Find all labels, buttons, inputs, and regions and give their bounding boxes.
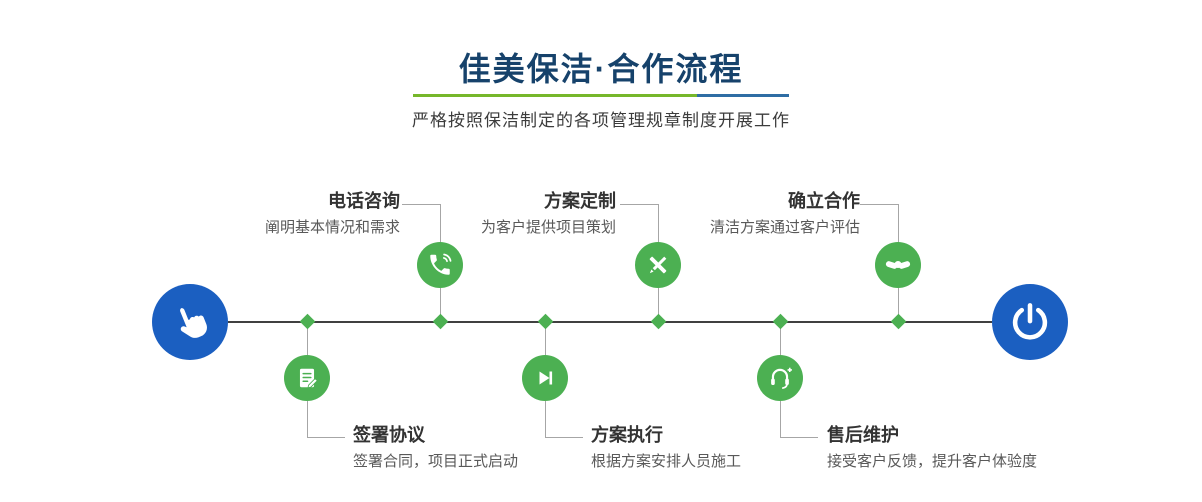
connector [545,327,546,355]
connector [898,288,899,317]
connector [780,401,781,437]
connector [860,204,898,205]
step-icon-circle [417,242,463,288]
connector [780,327,781,355]
timeline-line [228,321,992,323]
step-icon-circle [757,355,803,401]
timeline-node-diamond [650,313,667,330]
timeline-node-diamond [299,313,316,330]
timeline-node-diamond [537,313,554,330]
step-establish-cooperation: 确立合作 清洁方案通过客户评估 [540,192,860,235]
connector [402,204,440,205]
connector [307,437,345,438]
step-sign-agreement: 签署协议 签署合同，项目正式启动 [353,426,518,469]
step-title: 方案执行 [591,425,663,445]
step-title: 签署协议 [353,425,425,445]
page-subtitle: 严格按照保洁制定的各项管理规章制度开展工作 [412,111,790,130]
step-title: 电话咨询 [328,191,400,211]
connector [307,327,308,355]
connector [545,437,583,438]
divider-blue-segment [697,94,789,97]
step-icon-circle [522,355,568,401]
step-description: 清洁方案通过客户评估 [709,219,860,236]
connector [307,401,308,437]
connector [440,288,441,317]
step-title: 方案定制 [544,191,616,211]
design-tools-icon [645,252,671,278]
handshake-icon [884,251,912,279]
step-title: 售后维护 [827,425,899,445]
step-icon-circle [635,242,681,288]
connector [658,288,659,317]
step-title: 确立合作 [788,191,860,211]
connector [545,401,546,437]
step-phone-consult: 电话咨询 阐明基本情况和需求 [80,192,400,235]
step-description: 阐明基本情况和需求 [264,219,400,236]
timeline-node-diamond [432,313,449,330]
page-title: 佳美保洁·合作流程 [458,51,744,87]
step-description: 根据方案安排人员施工 [591,453,742,470]
phone-icon [427,252,453,278]
connector [440,204,441,243]
divider-green-segment [413,94,697,97]
connector [658,204,659,243]
step-description: 接受客户反馈，提升客户体验度 [827,453,1038,470]
step-plan-customize: 方案定制 为客户提供项目策划 [296,192,616,235]
headset-icon [767,365,793,391]
play-icon [533,366,557,390]
timeline-node-diamond [772,313,789,330]
connector [620,204,658,205]
step-description: 签署合同，项目正式启动 [353,453,519,470]
step-icon-circle [284,355,330,401]
step-icon-circle [875,242,921,288]
connector [780,437,818,438]
step-description: 为客户提供项目策划 [480,219,616,236]
connector [898,204,899,243]
hand-pointer-icon [169,301,211,343]
contract-icon [294,365,320,391]
timeline-node-diamond [890,313,907,330]
timeline-start-node [152,284,228,360]
title-divider [413,94,789,97]
step-aftersales-maintenance: 售后维护 接受客户反馈，提升客户体验度 [827,426,1037,469]
step-plan-execution: 方案执行 根据方案安排人员施工 [591,426,741,469]
power-icon [1009,301,1051,343]
timeline-end-node [992,284,1068,360]
